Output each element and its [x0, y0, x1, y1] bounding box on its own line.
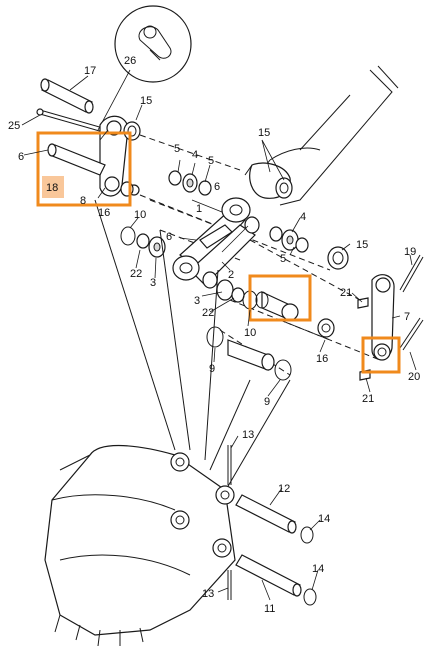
bucket-link-1-2	[172, 197, 260, 289]
bucket	[44, 199, 291, 647]
callout-3-left: 3	[150, 277, 156, 289]
callout-6-upper: 6	[214, 181, 220, 193]
callout-9-right: 9	[264, 396, 270, 408]
callout-labels: 26 17 25 6 18 8 16 15 15 5 4 5 6 1 10 6 …	[8, 55, 420, 615]
leader-lines	[21, 75, 417, 601]
bushing-group-left-lower	[120, 226, 166, 258]
callout-22-left: 22	[130, 268, 142, 280]
callout-18: 18	[46, 182, 58, 194]
callout-1: 1	[196, 203, 202, 215]
callout-13-upper: 13	[242, 429, 254, 441]
callout-12: 12	[278, 483, 290, 495]
callout-15-top: 15	[258, 127, 270, 139]
dipper-arm	[244, 65, 399, 206]
callout-20: 20	[408, 371, 420, 383]
callout-21-lower: 21	[362, 393, 374, 405]
callout-13-lower: 13	[202, 588, 214, 600]
callout-25: 25	[8, 120, 20, 132]
callout-5-upper: 5	[174, 143, 180, 155]
callout-4-upper: 4	[192, 149, 198, 161]
highlight-box-link-end	[361, 336, 401, 374]
callout-14-lower: 14	[312, 563, 324, 575]
callout-9-left: 9	[209, 363, 215, 375]
callout-22-center: 22	[202, 307, 214, 319]
bushing-group-right	[269, 226, 349, 270]
callout-19: 19	[404, 246, 416, 258]
sleeve-bushing	[255, 291, 299, 321]
bolt-25	[36, 108, 111, 135]
callout-15-right: 15	[356, 239, 368, 251]
callout-14-upper: 14	[318, 513, 330, 525]
callout-10-center: 10	[244, 327, 256, 339]
highlight-boxes	[36, 131, 401, 374]
washers	[120, 181, 335, 338]
callout-6-mid: 6	[166, 231, 172, 243]
highlight-label-18-bg	[42, 176, 64, 198]
callout-26: 26	[124, 55, 136, 67]
callout-4-right: 4	[300, 211, 306, 223]
highlight-box-bushing	[248, 274, 312, 322]
callout-16-left: 16	[98, 207, 110, 219]
callout-6-left: 6	[18, 151, 24, 163]
callout-3-center: 3	[194, 295, 200, 307]
callout-17: 17	[84, 65, 96, 77]
callout-2: 2	[228, 269, 234, 281]
callout-7: 7	[404, 311, 410, 323]
callout-15-upper: 15	[140, 95, 152, 107]
callout-21-upper: 21	[340, 287, 352, 299]
highlight-box-link-18	[36, 131, 132, 207]
bucket-pins	[227, 445, 317, 606]
callout-10-left: 10	[134, 209, 146, 221]
callout-8: 8	[80, 195, 86, 207]
pin-17	[40, 78, 94, 114]
callout-11: 11	[264, 603, 275, 615]
callout-5-right: 5	[280, 253, 286, 265]
snap-rings-9	[206, 326, 292, 381]
lock-pin-inset	[97, 5, 192, 131]
callout-16-right: 16	[316, 353, 328, 365]
callout-5-upper-2: 5	[208, 155, 214, 167]
